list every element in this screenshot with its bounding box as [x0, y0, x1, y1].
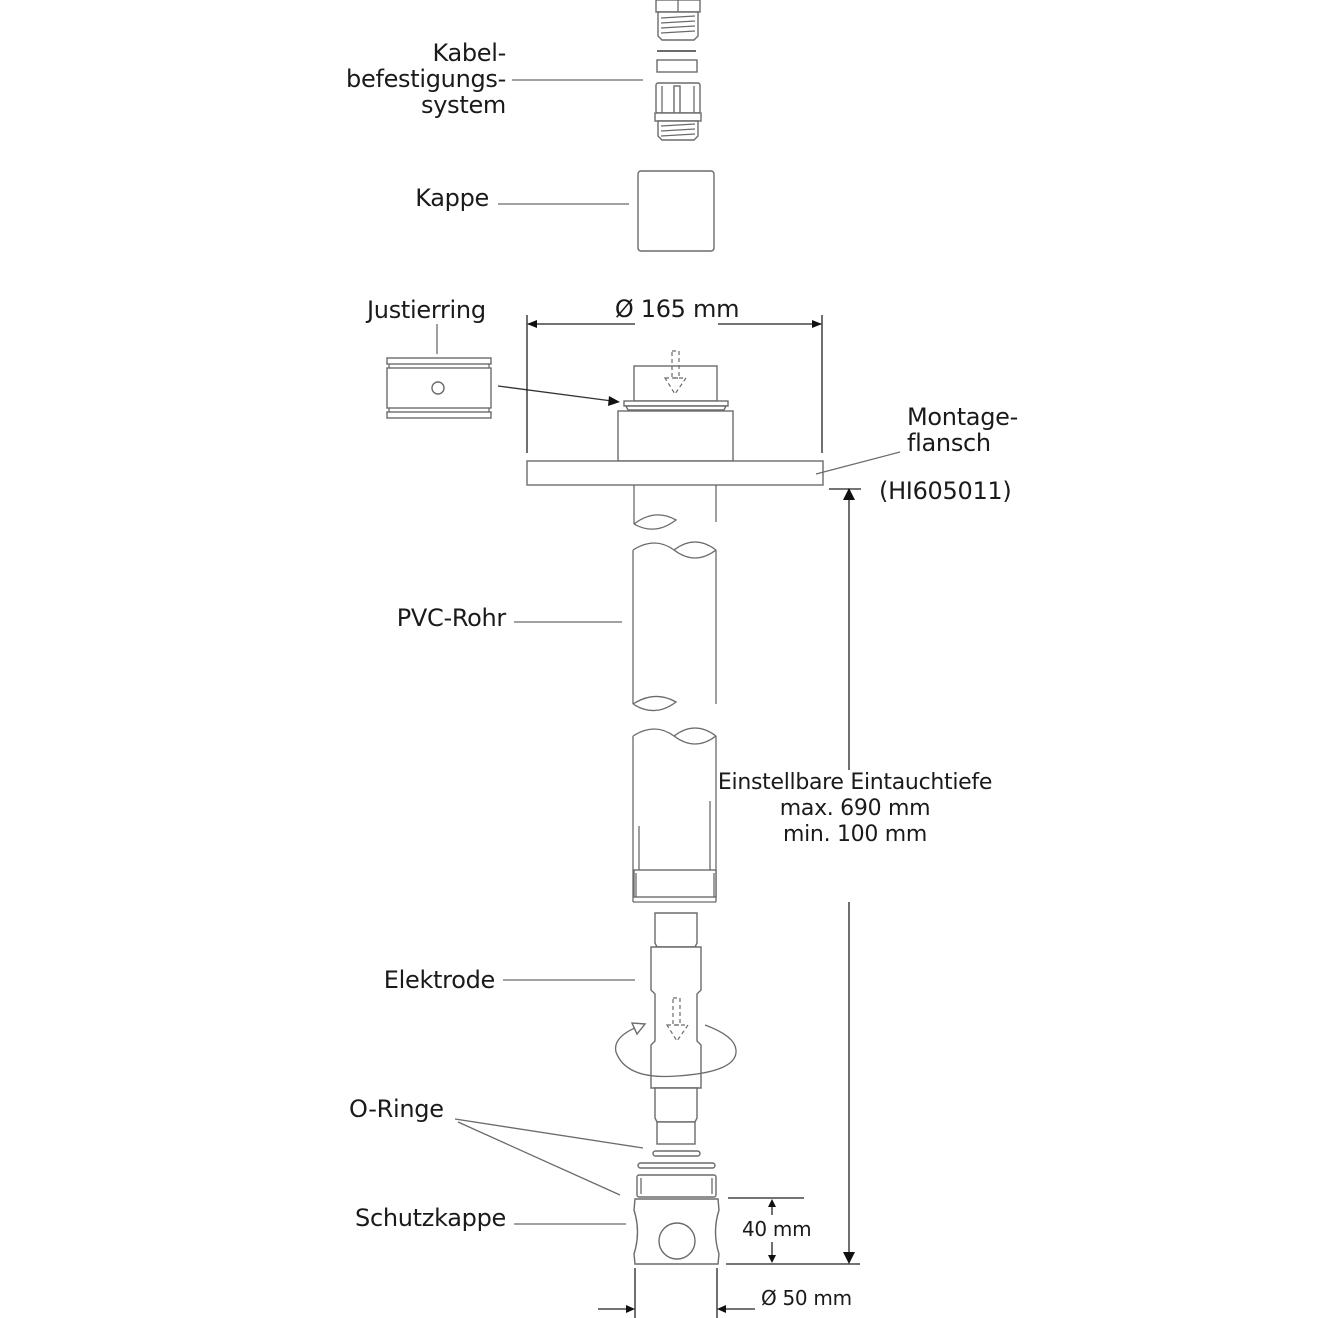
cable-gland-body	[654, 82, 702, 141]
label-cable-fixing-line-2: befestigungs-	[346, 65, 506, 93]
dim-depth-arrow-down	[843, 1252, 855, 1264]
label-pipe-diameter: Ø 50 mm	[761, 1286, 852, 1310]
dim-40-arrow-down	[768, 1255, 776, 1263]
label-adjusting-ring: Justierring	[367, 296, 486, 324]
label-flange-model: (HI605011)	[879, 477, 1012, 505]
label-cable-fixing-system: Kabel- befestigungs- system	[346, 40, 506, 118]
cable-gland-top-nut	[655, 0, 701, 41]
leader-mounting-flange	[815, 451, 901, 475]
label-mounting-flange: Montage- flansch	[907, 404, 1018, 456]
electrode-insert-arrow-icon	[665, 997, 690, 1043]
label-electrode: Elektrode	[383, 966, 496, 994]
flange-head	[617, 365, 734, 462]
label-pvc-pipe: PVC-Rohr	[396, 604, 507, 632]
label-flange-diameter: Ø 165 mm	[614, 295, 740, 323]
label-cap-height: 40 mm	[740, 1216, 814, 1242]
mounting-flange-plate	[526, 460, 824, 486]
label-cap: Kappe	[415, 184, 489, 212]
leader-o-rings-1	[454, 1118, 644, 1149]
dim-depth-arrow-up	[843, 488, 855, 500]
label-cable-fixing-line-3: system	[421, 91, 506, 119]
o-ring-upper	[652, 1150, 701, 1157]
rotate-arrow-icon	[614, 1022, 737, 1078]
leader-o-rings-2	[457, 1121, 621, 1196]
adjusting-ring-arrow-line	[497, 385, 613, 402]
label-cable-fixing-line-1: Kabel-	[432, 39, 506, 67]
label-immersion-depth-max: max. 690 mm	[779, 796, 931, 821]
cable-gland-seal	[656, 59, 698, 73]
adjusting-ring-arrowhead	[608, 396, 620, 406]
electrode-part	[650, 912, 702, 1145]
pvc-pipe-upper-stub	[633, 485, 717, 530]
label-immersion-depth: Einstellbare Eintauchtiefe max. 690 mm m…	[705, 770, 1005, 848]
label-mounting-flange-line-1: Montage-	[907, 403, 1018, 431]
insert-arrow-icon	[663, 350, 688, 396]
dim-50-arrow-left	[626, 1305, 635, 1313]
label-immersion-depth-min: min. 100 mm	[782, 822, 928, 847]
dim-165-arrow-right	[812, 320, 822, 328]
o-ring-lower	[637, 1162, 716, 1169]
label-mounting-flange-line-2: flansch	[907, 429, 991, 457]
dim-165-arrow-left	[527, 320, 537, 328]
dim-40-arrow-up	[768, 1199, 776, 1207]
protective-cap-part	[633, 1174, 720, 1265]
label-immersion-depth-title: Einstellbare Eintauchtiefe	[717, 770, 993, 795]
cap-part	[637, 170, 715, 252]
pvc-pipe-lower	[632, 727, 717, 903]
pvc-pipe-middle	[632, 541, 717, 712]
label-o-rings: O-Ringe	[349, 1095, 444, 1123]
label-protective-cap: Schutzkappe	[355, 1204, 506, 1232]
adjusting-ring-part	[386, 357, 492, 419]
dim-50-arrow-right	[717, 1305, 726, 1313]
